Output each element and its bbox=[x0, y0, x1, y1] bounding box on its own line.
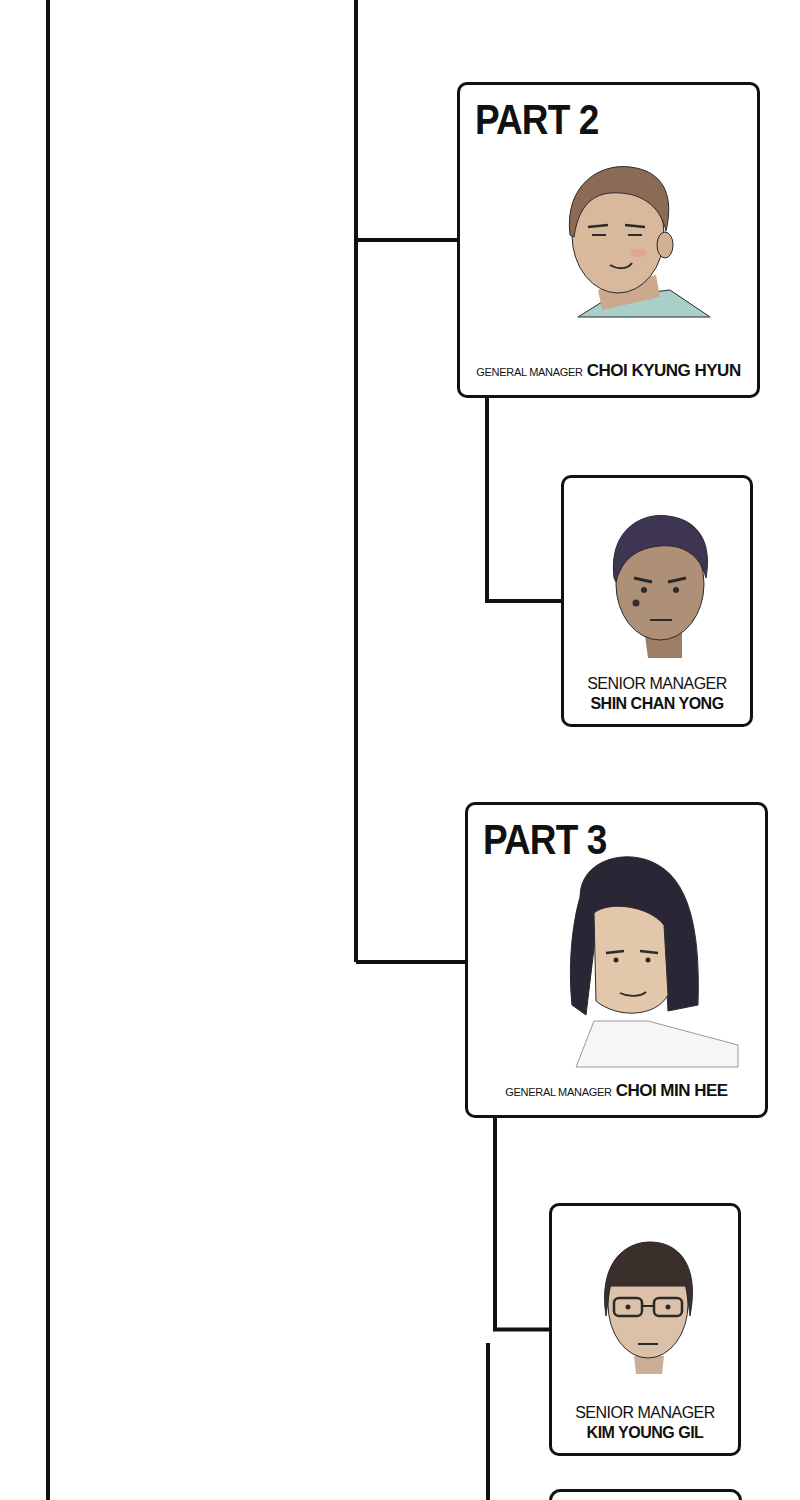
shirt bbox=[576, 1021, 738, 1067]
branch-line bbox=[354, 0, 358, 962]
portrait bbox=[605, 1242, 693, 1374]
partial-box bbox=[551, 1491, 741, 1500]
face bbox=[594, 906, 668, 1013]
branch-line bbox=[356, 238, 459, 242]
portrait bbox=[569, 167, 710, 317]
hair bbox=[569, 167, 668, 237]
job-title: SENIOR MANAGER bbox=[575, 1403, 715, 1423]
part-heading: PART 2 bbox=[475, 99, 598, 141]
trunk-line bbox=[46, 0, 50, 1500]
member-box: SENIOR MANAGERSHIN CHAN YONG bbox=[561, 475, 753, 727]
hair bbox=[613, 515, 707, 582]
portrait bbox=[613, 515, 707, 658]
glasses bbox=[614, 1298, 642, 1316]
department-box: PART 2 GENERAL MANAGER CHOI KYUNG HYUN bbox=[457, 82, 760, 398]
person-name: KIM YOUNG GIL bbox=[587, 1423, 704, 1443]
glasses bbox=[654, 1298, 682, 1316]
branch-line bbox=[356, 960, 467, 964]
part-heading: PART 3 bbox=[483, 819, 606, 861]
person-name: CHOI KYUNG HYUN bbox=[587, 361, 741, 381]
member-box: SENIOR MANAGERKIM YOUNG GIL bbox=[549, 1203, 741, 1456]
job-title: SENIOR MANAGER bbox=[587, 674, 727, 694]
job-title: GENERAL MANAGER bbox=[476, 366, 582, 379]
neck bbox=[634, 1356, 664, 1374]
ear bbox=[657, 232, 673, 258]
reporting-line bbox=[487, 398, 561, 601]
reporting-line bbox=[495, 1118, 549, 1330]
person-name: SHIN CHAN YONG bbox=[590, 694, 723, 714]
person-name: CHOI MIN HEE bbox=[616, 1081, 728, 1101]
hair bbox=[605, 1242, 693, 1316]
department-box: PART 3 GENERAL MANAGER CHOI MIN HEE bbox=[465, 802, 768, 1118]
branch-line bbox=[486, 1343, 490, 1500]
portrait bbox=[570, 857, 738, 1067]
hair bbox=[570, 857, 698, 1015]
job-title: GENERAL MANAGER bbox=[505, 1086, 611, 1099]
